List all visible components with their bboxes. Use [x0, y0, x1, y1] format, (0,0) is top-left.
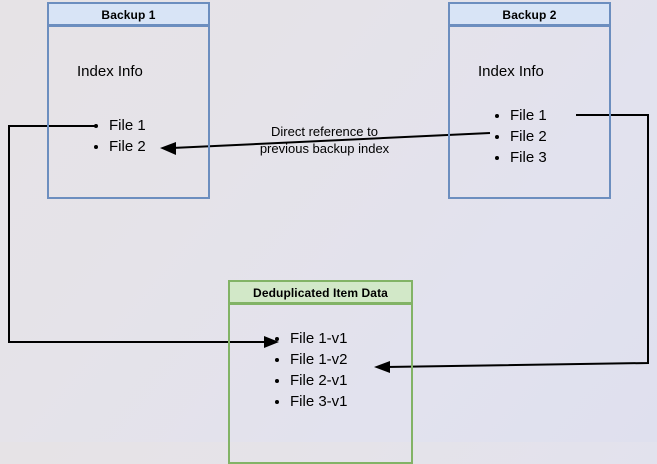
- backup-2-file-list: File 1 File 2 File 3: [496, 105, 547, 168]
- box-deduplicated-item-data: Deduplicated Item Data File 1-v1 File 1-…: [228, 280, 413, 464]
- connector-backup1-to-dedup: [8, 125, 279, 348]
- box-backup-2: Backup 2 Index Info File 1 File 2 File 3: [448, 2, 611, 199]
- box-backup-1: Backup 1 Index Info File 1 File 2: [47, 2, 210, 199]
- backup-2-index-title: Index Info: [478, 63, 544, 80]
- list-item: File 3-v1: [290, 391, 348, 412]
- backup-1-index-title: Index Info: [77, 63, 143, 80]
- diagram-canvas: Backup 1 Index Info File 1 File 2 Backup…: [0, 0, 657, 442]
- list-item: File 1: [109, 115, 146, 136]
- box-backup-1-body: Index Info File 1 File 2: [47, 26, 210, 199]
- backup-1-file-list: File 1 File 2: [95, 115, 146, 157]
- connector-layer: [8, 114, 649, 373]
- list-item: File 2: [510, 126, 547, 147]
- connector-direct-reference: [160, 132, 491, 155]
- box-dedup-header: Deduplicated Item Data: [228, 280, 413, 304]
- box-backup-2-header: Backup 2: [448, 2, 611, 26]
- list-item: File 1-v1: [290, 328, 348, 349]
- list-item: File 1: [510, 105, 547, 126]
- dedup-file-list: File 1-v1 File 1-v2 File 2-v1 File 3-v1: [276, 328, 348, 412]
- list-item: File 1-v2: [290, 349, 348, 370]
- box-dedup-body: File 1-v1 File 1-v2 File 2-v1 File 3-v1: [228, 304, 413, 464]
- box-backup-1-header: Backup 1: [47, 2, 210, 26]
- box-backup-2-body: Index Info File 1 File 2 File 3: [448, 26, 611, 199]
- list-item: File 2: [109, 136, 146, 157]
- connector-backup2-to-dedup: [374, 114, 649, 373]
- list-item: File 2-v1: [290, 370, 348, 391]
- edge-label-direct-reference: Direct reference to previous backup inde…: [259, 124, 390, 156]
- list-item: File 3: [510, 147, 547, 168]
